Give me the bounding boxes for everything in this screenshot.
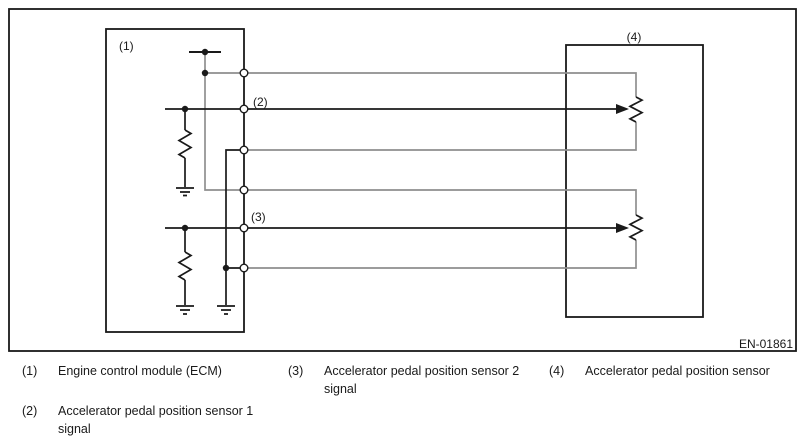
junction-dots <box>181 48 230 272</box>
legend-marker-3: (3) <box>288 364 304 378</box>
harness-wires <box>204 52 637 269</box>
legend-item-1: (1) Engine control module (ECM) <box>22 362 304 380</box>
ground-return-wire-sensor2 <box>244 240 637 269</box>
resistor-1 <box>177 129 193 159</box>
ground-symbol-1 <box>176 187 194 197</box>
supply-wire-sensor1 <box>205 72 637 97</box>
legend-item-4: (4) Accelerator pedal position sensor <box>549 362 808 380</box>
legend-text-3: Accelerator pedal position sensor 2 sign… <box>324 364 520 396</box>
diagram-border <box>8 8 797 352</box>
connector-pin <box>239 68 249 78</box>
wiper-arrows <box>616 104 629 233</box>
connector-pin <box>239 185 249 195</box>
legend-text-1: Engine control module (ECM) <box>58 364 222 378</box>
wiper-arrowhead-1 <box>616 104 629 114</box>
legend-marker-1: (1) <box>22 364 38 378</box>
ground-return-wire-sensor1 <box>244 122 637 151</box>
ecm-connector-pins <box>239 68 249 273</box>
junction-dot <box>201 69 209 77</box>
legend-item-2: (2) Accelerator pedal position sensor 1 … <box>22 402 276 438</box>
ink-wires <box>165 51 644 315</box>
frames <box>8 8 797 352</box>
legend-marker-2: (2) <box>22 404 38 418</box>
connector-pin <box>239 223 249 233</box>
circuit-diagram: (1) (2) (3) (4) EN-01861 <box>8 8 797 352</box>
legend-item-3: (3) Accelerator pedal position sensor 2 … <box>288 362 542 398</box>
figure-id: EN-01861 <box>739 337 793 351</box>
resistor-2 <box>177 251 193 281</box>
ground-symbol-3 <box>217 305 235 315</box>
sensor-box <box>565 44 704 318</box>
callout-ecm: (1) <box>119 39 134 53</box>
wiper-arrowhead-2 <box>616 223 629 233</box>
callout-signal1: (2) <box>253 95 268 109</box>
junction-dot <box>181 105 189 113</box>
potentiometer-2 <box>628 214 644 241</box>
legend-marker-4: (4) <box>549 364 565 378</box>
potentiometer-1 <box>628 96 644 123</box>
junction-dot <box>222 264 230 272</box>
callout-signal2: (3) <box>251 210 266 224</box>
supply-wire-sensor2 <box>204 52 637 215</box>
legend-text-4: Accelerator pedal position sensor <box>585 364 770 378</box>
connector-pin <box>239 145 249 155</box>
legend-text-2: Accelerator pedal position sensor 1 sign… <box>58 404 254 436</box>
callout-sensor: (4) <box>627 30 642 44</box>
connector-pin <box>239 104 249 114</box>
ecm-box <box>105 28 245 333</box>
junction-dot <box>201 48 209 56</box>
connector-pin <box>239 263 249 273</box>
junction-dot <box>181 224 189 232</box>
ground-symbol-2 <box>176 305 194 315</box>
